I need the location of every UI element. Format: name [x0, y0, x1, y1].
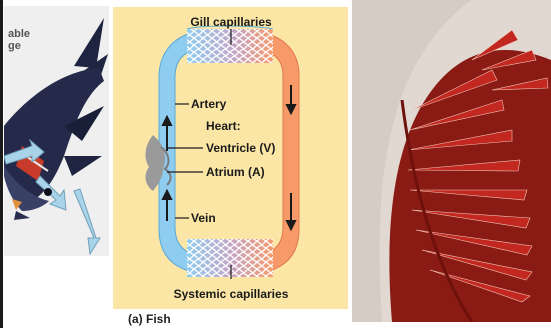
gill-capillary-bed [187, 26, 273, 63]
vein-label: Vein [191, 211, 216, 225]
atrium-label: Atrium (A) [206, 165, 265, 179]
gill-filaments-photo [352, 0, 551, 322]
ventricle-label: Ventricle (V) [206, 141, 275, 155]
circulation-svg: Gill capillaries Artery Heart: Ventricle… [113, 7, 348, 309]
circulation-diagram: Gill capillaries Artery Heart: Ventricle… [113, 7, 348, 309]
fish-cut-label-1: able [8, 28, 30, 40]
heart-label: Heart: [206, 119, 241, 133]
fish-cut-label-2: ge [8, 40, 21, 52]
figure-caption: (a) Fish [128, 312, 171, 326]
artery-label: Artery [191, 97, 227, 111]
flow-arrows [163, 85, 295, 229]
left-frame-border [0, 0, 3, 328]
fish-illustration: able ge [4, 6, 109, 256]
systemic-capillary-bed [187, 239, 273, 277]
systemic-capillaries-label: Systemic capillaries [174, 287, 289, 301]
gill-capillaries-label: Gill capillaries [190, 15, 272, 29]
gill-photo-drawing [352, 0, 551, 322]
